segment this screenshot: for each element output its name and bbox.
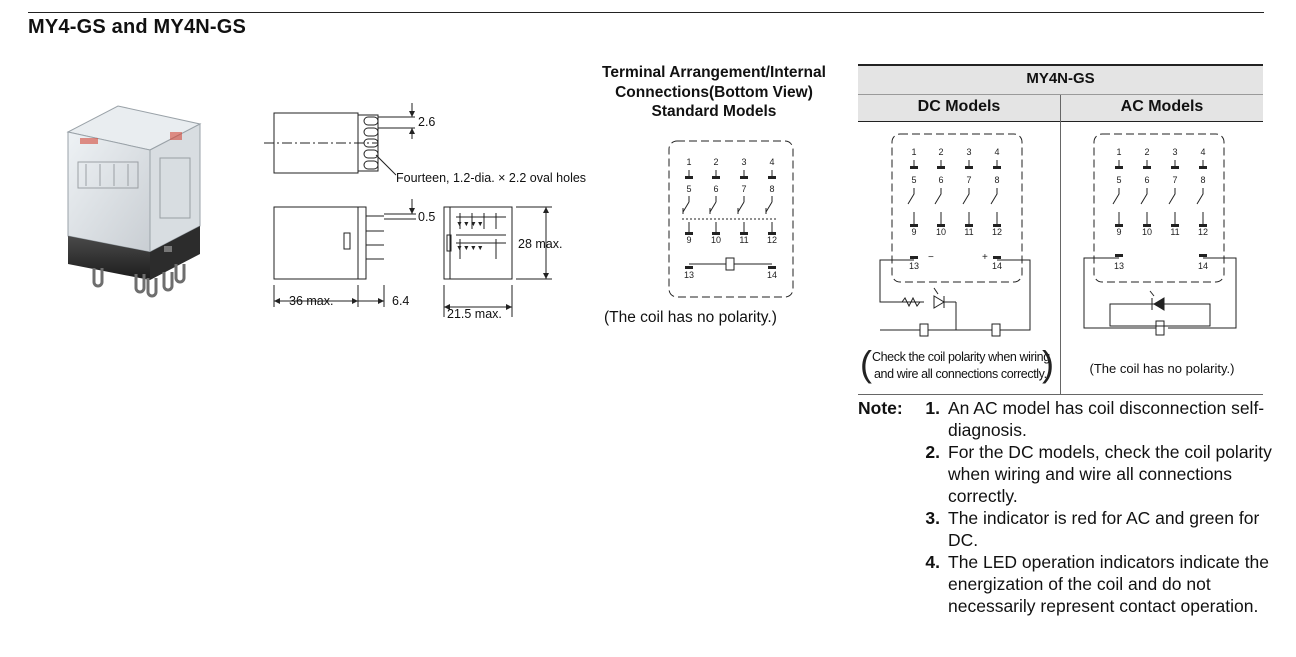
svg-text:12: 12: [1198, 227, 1208, 237]
svg-text:9: 9: [1116, 227, 1121, 237]
terminal-3: 3: [741, 157, 746, 167]
dim-length-max: 36 max.: [289, 294, 334, 308]
svg-text:4: 4: [994, 147, 999, 157]
svg-text:10: 10: [936, 227, 946, 237]
dim-pitch-top: 2.6: [418, 115, 436, 129]
svg-text:▼▼▼▼: ▼▼▼▼: [456, 245, 484, 252]
standard-heading-line: Standard Models: [651, 103, 777, 120]
dim-pin-offset: 0.5: [418, 210, 436, 224]
svg-text:2: 2: [938, 147, 943, 157]
svg-text:13: 13: [909, 261, 919, 271]
dc-note-line: and wire all connections correctly.: [874, 367, 1047, 381]
svg-text:7: 7: [1172, 175, 1177, 185]
terminal-7: 7: [741, 184, 746, 194]
note-item: 3. The indicator is red for AC and green…: [858, 507, 1278, 551]
dim-width-max: 21.5 max.: [447, 307, 502, 321]
terminal-12: 12: [767, 235, 777, 245]
note-item: Note: 1. An AC model has coil disconnect…: [858, 397, 1278, 441]
svg-text:13: 13: [1114, 261, 1124, 271]
note-text: An AC model has coil disconnection self-…: [948, 398, 1265, 440]
standard-polarity-note: (The coil has no polarity.): [604, 309, 777, 326]
svg-text:4: 4: [1200, 147, 1205, 157]
table-bottom-rule: [858, 394, 1263, 395]
dim-height-max: 28 max.: [518, 237, 563, 251]
note-text: The LED operation indicators indicate th…: [948, 552, 1270, 616]
terminal-11: 11: [739, 235, 748, 245]
svg-text:5: 5: [911, 175, 916, 185]
terminal-9: 9: [686, 235, 691, 245]
svg-text:14: 14: [1198, 261, 1208, 271]
svg-text:12: 12: [992, 227, 1002, 237]
note-number: 2.: [925, 442, 940, 462]
svg-text:6: 6: [938, 175, 943, 185]
dim-pin-length: 6.4: [392, 294, 410, 308]
svg-text:7: 7: [966, 175, 971, 185]
ac-models-label: AC Models: [1120, 98, 1204, 115]
table-divider: [1060, 95, 1061, 395]
dc-models-label: DC Models: [917, 98, 1001, 115]
terminal-2: 2: [713, 157, 718, 167]
relay-photo: [66, 105, 202, 298]
ac-polarity-note: (The coil has no polarity.): [1089, 361, 1235, 376]
svg-text:1: 1: [1116, 147, 1121, 157]
svg-text:11: 11: [1170, 227, 1179, 237]
dc-minus: −: [928, 252, 934, 263]
dc-plus: +: [982, 252, 988, 263]
terminal-10: 10: [711, 235, 721, 245]
svg-text:10: 10: [1142, 227, 1152, 237]
note-number: 1.: [925, 398, 940, 418]
note-text: The indicator is red for AC and green fo…: [948, 508, 1260, 550]
terminal-1: 1: [686, 157, 691, 167]
note-item: 2. For the DC models, check the coil pol…: [858, 441, 1278, 507]
standard-heading-line: Terminal Arrangement/Internal: [602, 64, 826, 81]
section-title: MY4-GS and MY4N-GS: [28, 16, 247, 38]
terminal-14: 14: [767, 270, 777, 280]
note-item: 4. The LED operation indicators indicate…: [858, 551, 1278, 617]
terminal-8: 8: [769, 184, 774, 194]
svg-text:6: 6: [1144, 175, 1149, 185]
svg-text:▼▼▼▼: ▼▼▼▼: [456, 221, 484, 228]
my4n-title: MY4N-GS: [1026, 70, 1095, 87]
note-number: 4.: [925, 552, 940, 572]
dc-note-line: Check the coil polarity when wiring: [872, 350, 1050, 364]
terminal-13: 13: [684, 270, 694, 280]
svg-text:5: 5: [1116, 175, 1121, 185]
svg-text:1: 1: [911, 147, 916, 157]
svg-text:8: 8: [1200, 175, 1205, 185]
svg-text:9: 9: [911, 227, 916, 237]
standard-terminal-diagram: 1 2 3 4 5 6 7 8 9 10 11 12 13 14: [668, 140, 794, 298]
svg-text:14: 14: [992, 261, 1002, 271]
dimension-drawing: ▼▼▼▼ ▼▼▼▼: [264, 103, 552, 317]
top-rule: [28, 12, 1264, 13]
table-header-row: [858, 66, 1263, 95]
note-label: Note:: [858, 398, 903, 418]
svg-text:8: 8: [994, 175, 999, 185]
terminal-5: 5: [686, 184, 691, 194]
svg-text:11: 11: [964, 227, 973, 237]
svg-text:3: 3: [966, 147, 971, 157]
terminal-6: 6: [713, 184, 718, 194]
note-text: For the DC models, check the coil polari…: [948, 442, 1272, 506]
standard-heading-line: Connections(Bottom View): [615, 83, 813, 101]
note-number: 3.: [925, 508, 940, 528]
svg-text:3: 3: [1172, 147, 1177, 157]
standard-heading: Terminal Arrangement/Internal Connection…: [580, 63, 848, 122]
dim-holes-note: Fourteen, 1.2-dia. × 2.2 oval holes: [396, 171, 587, 185]
terminal-4: 4: [769, 157, 774, 167]
svg-text:2: 2: [1144, 147, 1149, 157]
table-top-rule: [858, 64, 1263, 66]
notes-section: Note: 1. An AC model has coil disconnect…: [858, 397, 1278, 617]
